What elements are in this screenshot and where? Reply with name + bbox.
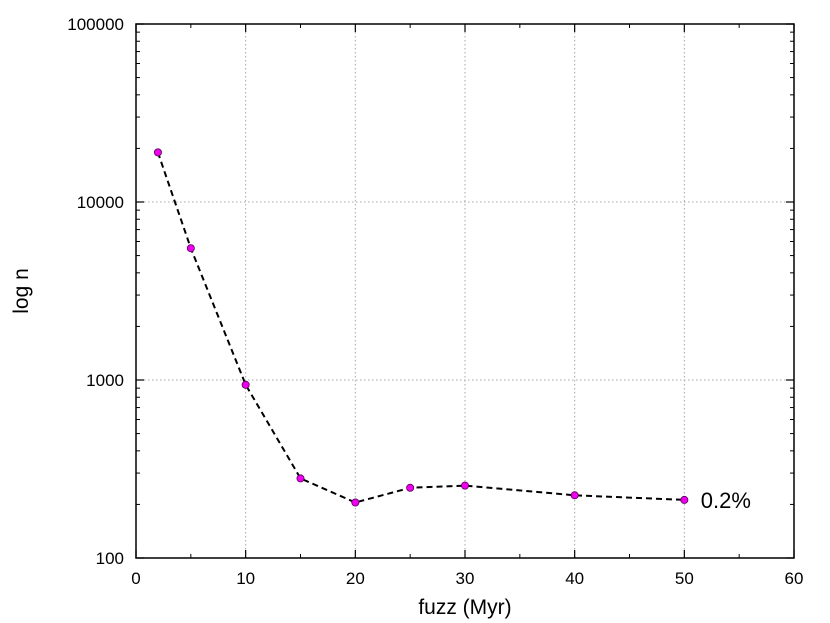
x-tick-label: 40 — [565, 569, 584, 588]
data-point — [186, 244, 195, 253]
data-point — [241, 380, 250, 389]
x-tick-labels: 0 10 20 30 40 50 60 — [131, 569, 803, 588]
data-point — [351, 498, 360, 507]
x-axis-title: fuzz (Myr) — [418, 596, 511, 619]
y-tick-label: 100000 — [67, 15, 124, 34]
data-point — [570, 491, 579, 500]
data-point — [153, 148, 162, 157]
y-tick-label: 10000 — [77, 193, 124, 212]
x-tick-label: 10 — [236, 569, 255, 588]
y-axis-title: log n — [10, 268, 33, 314]
grid-lines — [136, 24, 794, 558]
data-point — [406, 483, 415, 492]
y-tick-label: 100 — [96, 549, 124, 568]
data-point — [680, 495, 689, 504]
x-tick-label: 60 — [785, 569, 804, 588]
major-ticks — [135, 23, 795, 559]
series-group — [153, 148, 689, 507]
x-tick-label: 0 — [131, 569, 140, 588]
x-tick-label: 20 — [346, 569, 365, 588]
x-tick-label: 30 — [456, 569, 475, 588]
x-tick-label: 50 — [675, 569, 694, 588]
y-tick-labels: 100 1000 10000 100000 — [67, 15, 124, 568]
series-line — [156, 152, 685, 504]
y-tick-label: 1000 — [86, 371, 124, 390]
data-point — [296, 474, 305, 483]
data-point — [460, 481, 469, 490]
annotation-label: 0.2% — [701, 488, 751, 513]
annotations: 0.2% — [701, 488, 751, 513]
